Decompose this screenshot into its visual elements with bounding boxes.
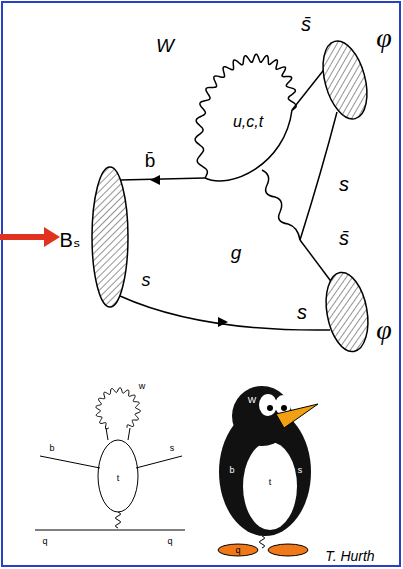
credit: T. Hurth [325,549,374,563]
sketch-label: b [49,444,54,453]
quark-label: u,c,t [233,114,263,130]
sketch-gluon [116,512,121,528]
sketch-label: s [170,444,175,453]
penguin-belly [243,442,297,530]
sketch-label: w [139,382,146,391]
w-boson [195,54,296,178]
penguin-foot [268,544,308,556]
sketch-loop [98,440,138,512]
penguin-foot [218,544,258,556]
quark-label: s̄ [339,228,349,248]
penguin-beak [276,404,318,428]
meson-label: φ [376,316,392,344]
penguin-label: b [229,466,234,475]
sketch-label: q [42,537,47,546]
penguin-label: q [235,546,240,555]
penguin-eye [259,394,277,416]
sketch-quark [40,456,182,468]
meson-blob [92,167,128,307]
penguin-pupil [281,405,287,411]
penguin-pupil [267,405,273,411]
sketch-label: q [167,537,172,546]
penguin-label: s [298,466,303,475]
frame [2,2,400,566]
penguin-label: t [269,478,272,487]
gluon-label: g [231,243,242,262]
quark-label: s [297,302,307,322]
quark-label: s̄ [301,14,311,34]
quark-line [120,296,330,330]
quark-arrow [218,317,228,327]
pointer-arrow [0,234,47,240]
antiquark-line [300,240,333,284]
meson-label: φ [376,24,392,52]
loop-quark-line [205,110,292,181]
quark-label: s [339,174,349,194]
antiquark-line [120,178,205,180]
gluon [262,170,300,240]
meson-blob [315,36,374,124]
meson-blob [320,269,373,355]
quark-label: b̄ [145,151,156,170]
penguin-label: W [248,396,257,405]
meson-label: Bₛ [60,230,81,250]
quark-line [300,112,337,240]
pointer-head [44,227,60,247]
w-sketch-loop [96,388,141,429]
sketch-stroke [106,428,130,440]
sketch-quark [35,530,185,531]
boson-label: W [156,36,174,55]
quark-label: s [142,271,151,289]
quark-arrow [150,175,160,185]
sketch-label: t [117,474,120,483]
penguin-gluon [260,536,265,548]
